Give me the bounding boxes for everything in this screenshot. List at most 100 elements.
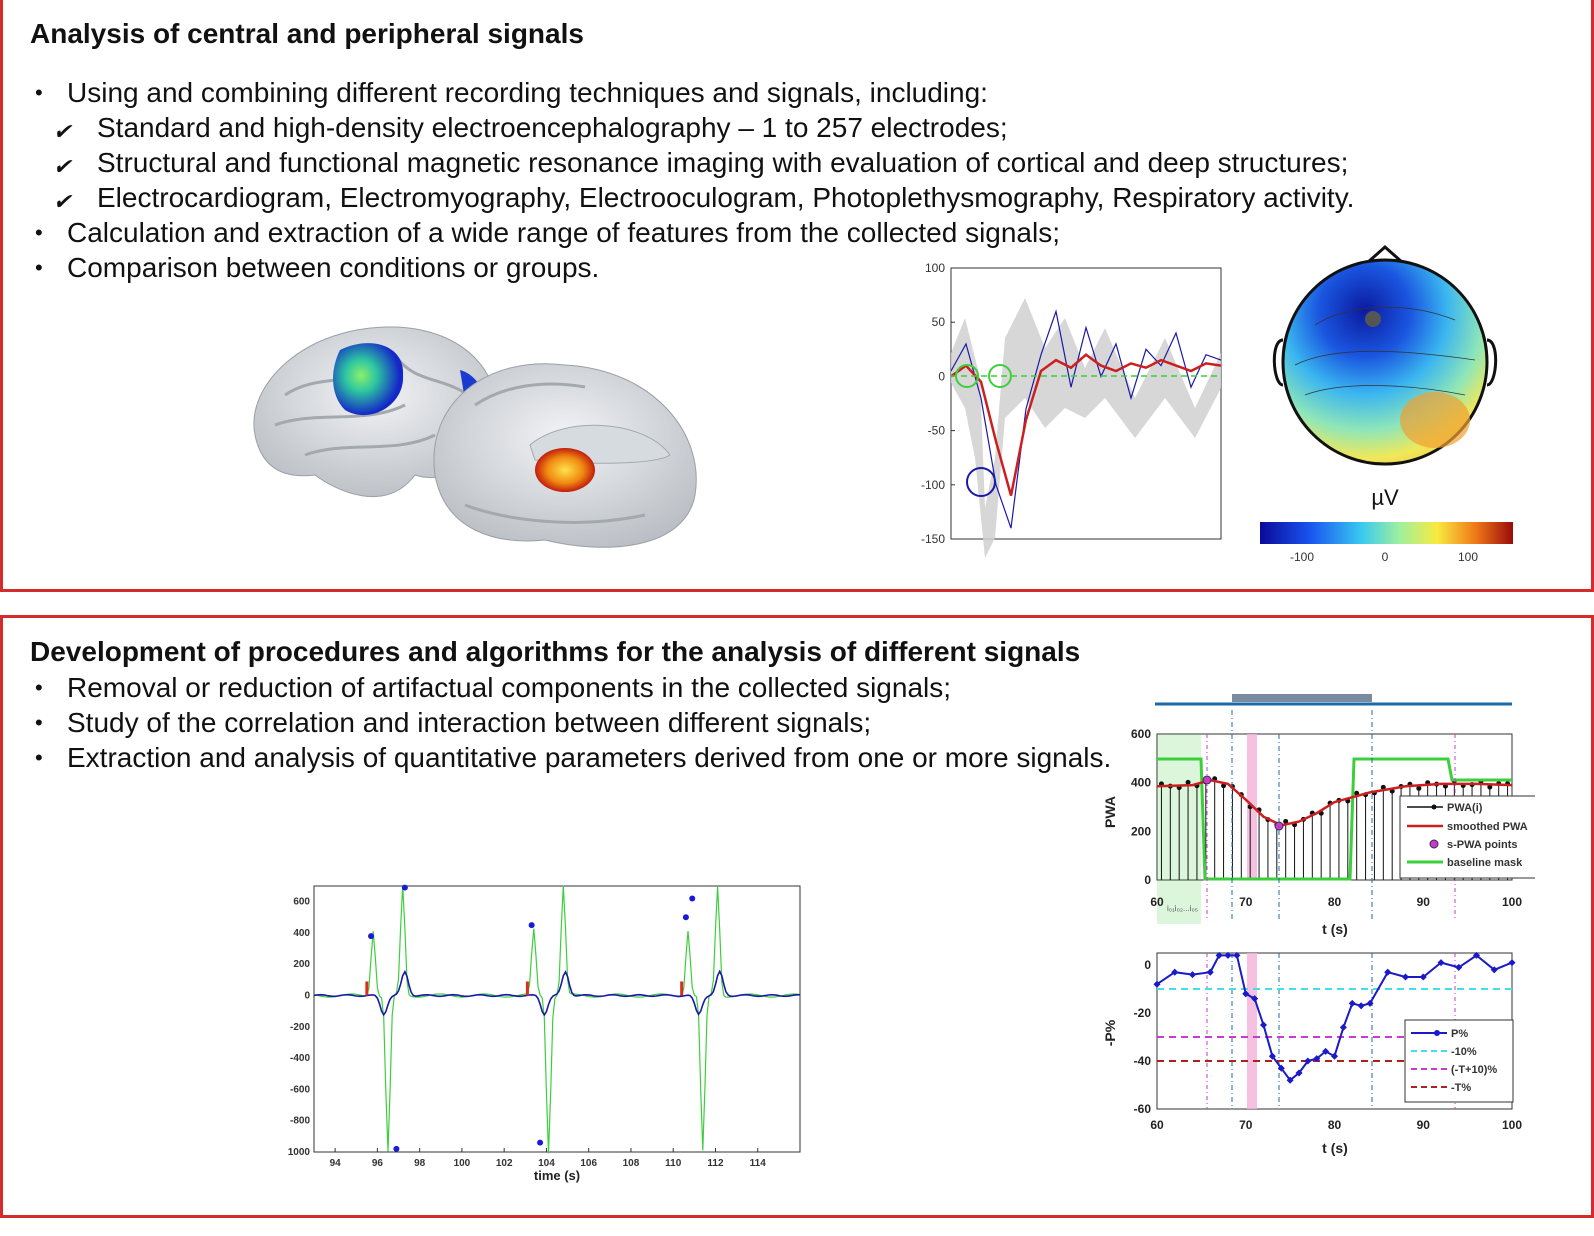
subbullet-item: ✔Electrocardiogram, Electromyography, El… xyxy=(53,180,1354,215)
ecg-peak-point xyxy=(537,1139,544,1146)
pwa-index-label: i₀₁i₀₂...i₀₅ xyxy=(1167,904,1198,913)
bullet-item: •Removal or reduction of artifactual com… xyxy=(35,672,952,703)
ecg-xtick: 102 xyxy=(496,1158,513,1169)
svg-text:-100: -100 xyxy=(1290,550,1314,564)
erp-blue-trace xyxy=(950,309,1222,529)
ecg-xtick: 94 xyxy=(330,1158,342,1169)
subbullet-item: ✔Structural and functional magnetic reso… xyxy=(53,145,1354,180)
ecg-ytick: 200 xyxy=(293,959,310,970)
svg-text:0: 0 xyxy=(1382,550,1389,564)
panel-algorithms xyxy=(0,615,1594,1218)
checkmark-icon: ✔ xyxy=(53,189,72,214)
smoothed-pwa-line xyxy=(1156,778,1513,827)
ecg-peak-point xyxy=(682,914,689,921)
pwa-ytick: 200 xyxy=(1131,824,1151,838)
ecg-xtick: 108 xyxy=(623,1158,640,1169)
ecg-peak-point xyxy=(689,895,696,902)
bullet-item: •Comparison between conditions or groups… xyxy=(35,252,600,283)
subbullet-item: ✔Standard and high-density electroenceph… xyxy=(53,110,1354,145)
eeg-topomap: µV -100 0 100 xyxy=(1260,245,1513,564)
pwa-xtick: 70 xyxy=(1239,895,1253,909)
ecg-xtick: 98 xyxy=(414,1158,426,1169)
p-xtick: 60 xyxy=(1150,1118,1164,1132)
svg-text:(-T+10)%: (-T+10)% xyxy=(1451,1064,1497,1076)
bullet-item: •Using and combining different recording… xyxy=(35,77,988,108)
bullet-item: •Study of the correlation and interactio… xyxy=(35,707,872,738)
svg-text:smoothed PWA: smoothed PWA xyxy=(1447,821,1528,833)
ecg-plot: 600 400 200 0 -200 -400 -600 -800 1000 94 96 98 100 1… xyxy=(288,884,801,1183)
ecg-xtick: 96 xyxy=(372,1158,384,1169)
ecg-xtick: 100 xyxy=(454,1158,471,1169)
ecg-ytick: -600 xyxy=(290,1084,310,1095)
pwa-xtick: 60 xyxy=(1150,895,1164,909)
p-ytick: -40 xyxy=(1134,1054,1152,1068)
ecg-peak-point xyxy=(368,933,375,940)
erp-ytick: 50 xyxy=(932,315,946,329)
section1-subbullets: ✔Standard and high-density electroenceph… xyxy=(53,110,1354,215)
pwa-ylabel: PWA xyxy=(1102,796,1118,828)
ecg-ytick: -200 xyxy=(290,1022,310,1033)
ecg-ytick: 0 xyxy=(304,991,310,1002)
ecg-blue-trace xyxy=(313,969,800,1017)
ecg-ytick: -800 xyxy=(290,1116,310,1127)
ecg-xtick: 112 xyxy=(707,1158,724,1169)
ecg-ytick: -400 xyxy=(290,1053,310,1064)
p-ytick: -20 xyxy=(1134,1006,1152,1020)
ecg-ytick: 600 xyxy=(293,897,310,908)
svg-text:PWA(i): PWA(i) xyxy=(1447,802,1483,814)
checkmark-icon: ✔ xyxy=(53,119,72,144)
p-xtick: 100 xyxy=(1502,1118,1522,1132)
svg-text:100: 100 xyxy=(1458,550,1478,564)
ecg-ytick: 1000 xyxy=(288,1147,311,1158)
ecg-xtick: 110 xyxy=(665,1158,682,1169)
panel-central-peripheral xyxy=(0,0,1594,592)
erp-ytick: 100 xyxy=(925,261,945,275)
ecg-peak-point xyxy=(401,884,408,891)
erp-red-trace xyxy=(950,353,1222,496)
p-xtick: 90 xyxy=(1417,1118,1431,1132)
pwa-ytick: 600 xyxy=(1131,727,1151,741)
checkmark-icon: ✔ xyxy=(53,154,72,179)
ecg-xtick: 106 xyxy=(580,1158,597,1169)
erp-ytick: -100 xyxy=(921,478,945,492)
ecg-peak-point xyxy=(528,922,535,929)
erp-ytick: -150 xyxy=(921,532,945,546)
section1-title: Analysis of central and peripheral signa… xyxy=(30,18,584,49)
pwa-xtick: 80 xyxy=(1328,895,1342,909)
marker-blue-circle xyxy=(966,467,996,497)
ecg-peak-point xyxy=(393,1145,400,1152)
pwa-xlabel: t (s) xyxy=(1322,921,1348,937)
pwa-ytick: 400 xyxy=(1131,776,1151,790)
activation-hot xyxy=(535,448,595,492)
baseline-mask-line xyxy=(1157,757,1512,881)
erp-ytick: 0 xyxy=(938,369,945,383)
p-ytick: -60 xyxy=(1134,1102,1152,1116)
p-xtick: 80 xyxy=(1328,1118,1342,1132)
svg-text:baseline mask: baseline mask xyxy=(1447,857,1523,869)
topomap-unit: µV xyxy=(1371,485,1399,510)
pwa-plot: 600 400 200 0 60 70 80 90 100 PWA t (s) i₀₁i₀₂..… xyxy=(1102,694,1535,937)
bullet-item: •Extraction and analysis of quantitative… xyxy=(35,742,1112,773)
brain-mri-image xyxy=(253,326,697,548)
svg-text:s-PWA points: s-PWA points xyxy=(1447,839,1517,851)
ecg-ytick: 400 xyxy=(293,928,310,939)
ecg-xtick: 104 xyxy=(538,1158,555,1169)
section1-bullets: •Using and combining different recording… xyxy=(35,75,988,110)
ecg-xlabel: time (s) xyxy=(534,1168,580,1183)
marker-green-circle xyxy=(955,364,979,388)
pwa-legend: PWA(i) smoothed PWA s-PWA points baselin… xyxy=(1399,795,1535,879)
svg-text:-T%: -T% xyxy=(1451,1082,1471,1094)
pwa-xtick: 100 xyxy=(1502,895,1522,909)
ecg-xtick: 114 xyxy=(750,1158,767,1169)
pwa-xtick: 90 xyxy=(1417,895,1431,909)
section1-bullets-2: •Calculation and extraction of a wide ra… xyxy=(35,215,1061,285)
svg-text:P%: P% xyxy=(1451,1028,1468,1040)
p-ylabel: -P% xyxy=(1102,1019,1118,1046)
section2-bullets: •Removal or reduction of artifactual com… xyxy=(35,670,1112,775)
p-xlabel: t (s) xyxy=(1322,1140,1348,1156)
colorbar xyxy=(1260,522,1513,544)
pwa-ytick: 0 xyxy=(1144,873,1151,887)
marker-green-circle xyxy=(988,364,1012,388)
bullet-item: •Calculation and extraction of a wide ra… xyxy=(35,217,1061,248)
